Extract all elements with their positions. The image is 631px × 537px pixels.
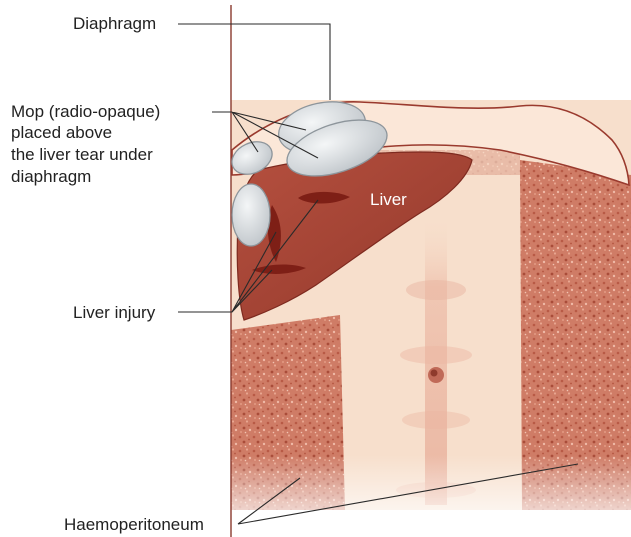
mop-label-line-1: Mop (radio-opaque) xyxy=(11,102,160,121)
mop-label-line-2: placed above xyxy=(11,123,112,142)
mop-pack-4 xyxy=(232,184,270,246)
diaphragm-label: Diaphragm xyxy=(73,14,156,33)
liver-injury-label: Liver injury xyxy=(73,303,156,322)
mop-label-line-3: the liver tear under xyxy=(11,145,153,164)
liver-label: Liver xyxy=(370,190,407,209)
haemoperitoneum-label: Haemoperitoneum xyxy=(64,515,204,534)
mop-label-line-4: diaphragm xyxy=(11,167,91,186)
diaphragm-leader xyxy=(178,24,330,100)
